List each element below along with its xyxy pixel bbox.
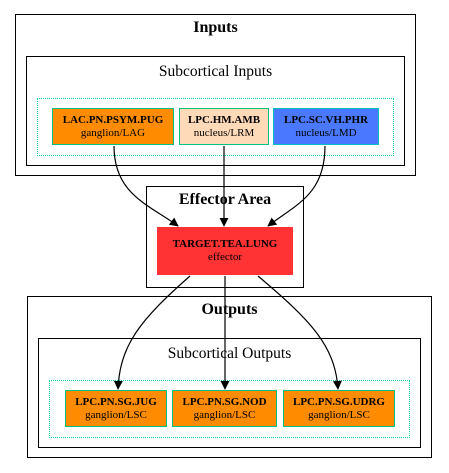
node-lpc-sc-vh-phr[interactable]: LPC.SC.VH.PHR nucleus/LMD <box>273 108 379 145</box>
node-type: ganglion/LAG <box>80 126 146 139</box>
node-name: LPC.PN.SG.JUG <box>75 395 157 408</box>
edge-pug-to-lung <box>113 145 179 227</box>
edge-lung-to-udrg <box>257 275 342 390</box>
node-target-tea-lung[interactable]: TARGET.TEA.LUNG effector <box>157 227 293 275</box>
edge-lung-to-jug <box>113 275 191 390</box>
subcortical-outputs-title: Subcortical Outputs <box>167 345 292 362</box>
effector-title: Effector Area <box>178 191 272 208</box>
node-type: effector <box>208 251 242 263</box>
node-lpc-hm-amb[interactable]: LPC.HM.AMB nucleus/LRM <box>179 108 269 145</box>
node-lpc-pn-sg-nod[interactable]: LPC.PN.SG.NOD ganglion/LSC <box>172 390 277 427</box>
inputs-dotted-group <box>37 98 394 156</box>
node-name: LPC.SC.VH.PHR <box>283 113 369 126</box>
subcortical-inputs-title: Subcortical Inputs <box>158 63 273 80</box>
node-name: TARGET.TEA.LUNG <box>172 238 278 251</box>
node-lpc-pn-sg-udrg[interactable]: LPC.PN.SG.UDRG ganglion/LSC <box>283 390 395 427</box>
node-name: LPC.HM.AMB <box>187 113 261 126</box>
outputs-title: Outputs <box>201 301 258 318</box>
node-name: LPC.PN.SG.UDRG <box>293 395 385 408</box>
node-name: LPC.PN.SG.NOD <box>182 395 267 408</box>
edge-phr-to-lung <box>267 145 326 227</box>
inputs-title: Inputs <box>193 19 238 36</box>
node-type: ganglion/LSC <box>193 408 256 421</box>
node-name: LAC.PN.PSYM.PUG <box>62 113 164 126</box>
node-type: ganglion/LSC <box>308 408 370 421</box>
node-type: ganglion/LSC <box>85 408 147 421</box>
node-lpc-pn-sg-jug[interactable]: LPC.PN.SG.JUG ganglion/LSC <box>65 390 167 427</box>
node-type: nucleus/LMD <box>295 126 357 139</box>
outputs-dotted-group <box>49 380 410 438</box>
node-type: nucleus/LRM <box>193 126 255 139</box>
node-lac-pn-psym-pug[interactable]: LAC.PN.PSYM.PUG ganglion/LAG <box>52 108 174 145</box>
